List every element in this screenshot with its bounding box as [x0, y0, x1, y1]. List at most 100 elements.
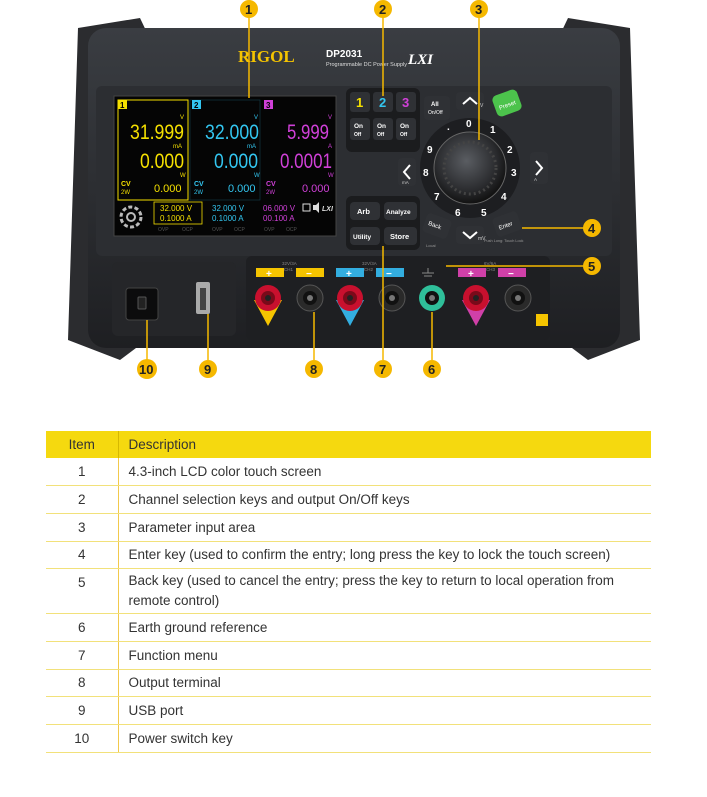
table-row: 5 Back key (used to cancel the entry; pr…	[46, 568, 651, 615]
row-item: 9	[46, 696, 119, 725]
item-description-table-wrapper: Item Description 1 4.3-inch LCD color to…	[46, 431, 651, 753]
svg-text:+: +	[266, 269, 272, 280]
svg-text:3: 3	[266, 101, 271, 110]
svg-text:OCP: OCP	[182, 227, 194, 233]
right-arrow-key[interactable]	[530, 152, 548, 184]
channel-2-key[interactable]	[373, 92, 393, 112]
svg-text:−: −	[306, 269, 312, 280]
svg-text:00.100 A: 00.100 A	[263, 214, 295, 223]
svg-text:OCP: OCP	[234, 227, 246, 233]
svg-text:0: 0	[466, 119, 472, 130]
row-description: Function menu	[118, 641, 651, 670]
svg-text:0.1000 A: 0.1000 A	[160, 214, 192, 223]
output-terminals	[254, 284, 532, 326]
down-arrow-key[interactable]	[456, 226, 484, 244]
store-key[interactable]	[384, 227, 417, 245]
settings-gear-icon	[119, 205, 143, 229]
svg-text:9: 9	[427, 145, 433, 156]
row-description: Parameter input area	[118, 513, 651, 542]
svg-text:Enter: Enter	[498, 221, 514, 232]
svg-text:1: 1	[120, 101, 125, 110]
channel-3-key[interactable]	[396, 92, 416, 112]
callout-5: 5	[588, 259, 595, 274]
ch2-power: 0.000	[228, 183, 256, 195]
table-row: 8 Output terminal	[46, 669, 651, 698]
svg-text:CH3: CH3	[486, 267, 495, 272]
svg-text:V: V	[480, 103, 484, 109]
svg-text:All: All	[431, 102, 439, 108]
callout-6: 6	[428, 362, 435, 377]
ch3-voltage: 5.999	[287, 121, 329, 144]
svg-text:2: 2	[507, 145, 513, 156]
ch3-onoff-key[interactable]	[396, 118, 416, 140]
svg-text:Off: Off	[400, 132, 408, 138]
enter-key[interactable]	[491, 210, 522, 238]
svg-text:Utility: Utility	[353, 234, 371, 241]
svg-text:32V/3A: 32V/3A	[282, 261, 297, 266]
callout-markers: 1 2 3 4 5 6 7 8 9 10	[137, 0, 601, 379]
svg-text:8: 8	[423, 168, 429, 179]
svg-text:−: −	[508, 269, 514, 280]
table-row: 2 Channel selection keys and output On/O…	[46, 485, 651, 514]
table-row: 9 USB port	[46, 696, 651, 725]
svg-text:+: +	[468, 269, 474, 280]
row-item: 5	[46, 568, 119, 615]
row-description: Power switch key	[118, 724, 651, 753]
svg-text:A: A	[328, 144, 332, 150]
ch2-onoff-key[interactable]	[373, 118, 393, 140]
svg-text:Off: Off	[354, 132, 362, 138]
row-description: Channel selection keys and output On/Off…	[118, 485, 651, 514]
svg-text:Store: Store	[390, 232, 409, 241]
table-row: 7 Function menu	[46, 641, 651, 670]
svg-text:On: On	[354, 123, 363, 130]
row-item: 1	[46, 458, 119, 487]
svg-text:1: 1	[490, 125, 496, 136]
svg-text:Off: Off	[377, 132, 385, 138]
svg-text:4: 4	[501, 192, 507, 203]
svg-text:V: V	[328, 115, 332, 121]
svg-text:3: 3	[511, 168, 517, 179]
row-description: 4.3-inch LCD color touch screen	[118, 458, 651, 487]
svg-text:mV: mV	[478, 236, 486, 242]
utility-key[interactable]	[350, 227, 380, 245]
svg-text:0.1000 A: 0.1000 A	[212, 214, 244, 223]
svg-text:6V/6A: 6V/6A	[484, 261, 496, 266]
all-onoff-key[interactable]	[424, 96, 450, 120]
table-row: 10 Power switch key	[46, 724, 651, 753]
svg-text:W: W	[328, 173, 334, 179]
up-arrow-key[interactable]	[456, 92, 484, 110]
back-key[interactable]	[421, 212, 452, 240]
callout-7: 7	[379, 362, 386, 377]
row-description: Back key (used to cancel the entry; pres…	[118, 568, 651, 615]
svg-text:Back: Back	[427, 221, 443, 232]
callout-10: 10	[139, 362, 153, 377]
model-subtitle: Programmable DC Power Supply	[326, 62, 407, 68]
analyze-key[interactable]	[384, 202, 417, 220]
arb-key[interactable]	[350, 202, 380, 220]
row-description: Output terminal	[118, 669, 651, 698]
callout-4: 4	[588, 221, 596, 236]
svg-text:32.000 V: 32.000 V	[212, 204, 245, 213]
svg-text:W: W	[180, 173, 186, 179]
callout-1: 1	[245, 2, 252, 17]
svg-text:OCP: OCP	[286, 227, 298, 233]
svg-text:OVP: OVP	[264, 227, 275, 233]
header-item: Item	[46, 431, 119, 458]
table-row: 3 Parameter input area	[46, 513, 651, 542]
channel-1-key[interactable]	[350, 92, 370, 112]
svg-text:1: 1	[356, 95, 363, 110]
svg-text:On: On	[400, 123, 409, 130]
svg-text:2: 2	[379, 95, 386, 110]
left-arrow-key[interactable]	[398, 158, 416, 186]
row-description: USB port	[118, 696, 651, 725]
svg-text:OVP: OVP	[158, 227, 169, 233]
callout-3: 3	[475, 2, 482, 17]
lxi-logo: LXI	[407, 52, 434, 68]
svg-text:OVP: OVP	[212, 227, 223, 233]
ch2-current: 0.000	[214, 150, 258, 173]
row-item: 10	[46, 724, 119, 753]
preset-key[interactable]	[491, 88, 523, 118]
row-description: Earth ground reference	[118, 613, 651, 642]
ch1-onoff-key[interactable]	[350, 118, 370, 140]
rotary-knob[interactable]	[420, 118, 520, 218]
